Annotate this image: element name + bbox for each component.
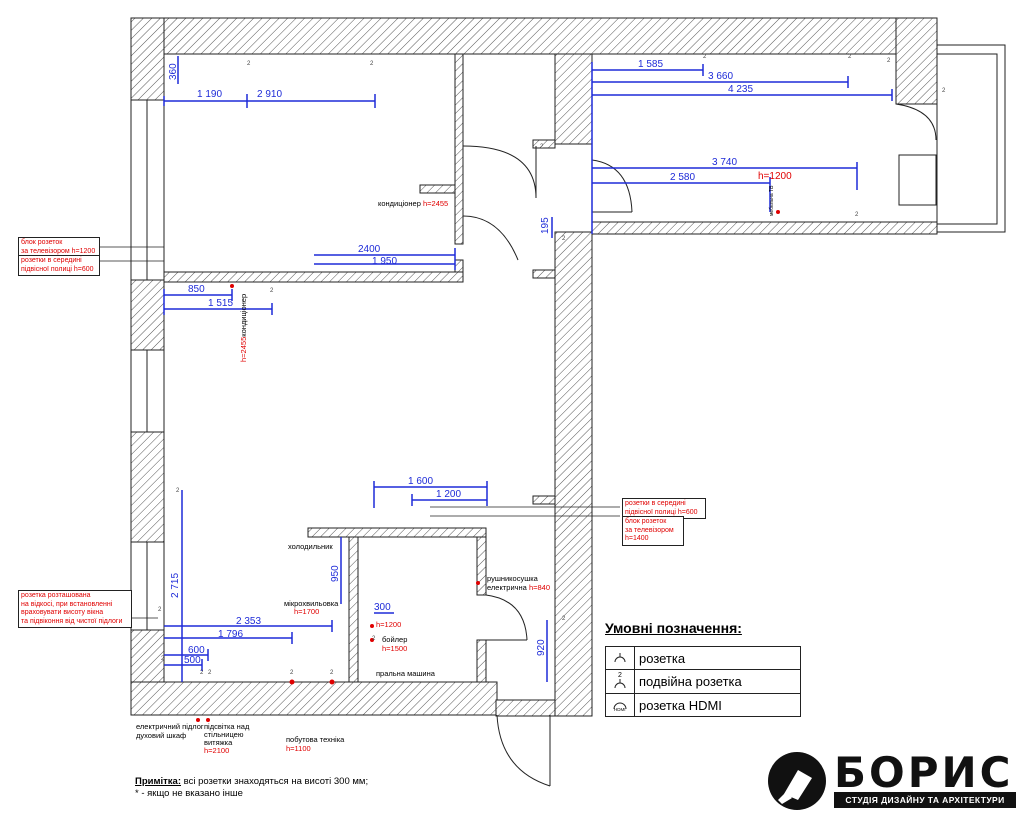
svg-text:h=1500: h=1500: [382, 644, 407, 653]
svg-text:2 353: 2 353: [236, 616, 261, 627]
svg-text:пральна машина: пральна машина: [376, 669, 436, 678]
svg-text:рушникосушка: рушникосушка: [487, 574, 539, 583]
dimension-texts: 1 190 2 910 360 1 585 3 660 4 235 3 740 …: [168, 59, 792, 666]
svg-text:2: 2: [540, 144, 544, 150]
svg-text:кондиціонер h=2455: кондиціонер h=2455: [378, 199, 448, 208]
svg-text:4 235: 4 235: [728, 84, 753, 95]
svg-text:1 190: 1 190: [197, 89, 222, 100]
logo-name: БОРИС: [834, 748, 1014, 797]
svg-text:витяжка: витяжка: [204, 738, 233, 747]
svg-text:2: 2: [703, 54, 707, 60]
walls: [130, 17, 938, 717]
svg-text:2 910: 2 910: [257, 89, 282, 100]
svg-text:мебельна ТВ: мебельна ТВ: [769, 185, 775, 216]
svg-text:1 200: 1 200: [436, 489, 461, 500]
svg-text:500: 500: [184, 655, 201, 666]
svg-text:2: 2: [562, 236, 566, 242]
svg-text:1 950: 1 950: [372, 256, 397, 267]
svg-text:2: 2: [176, 488, 180, 494]
svg-text:300: 300: [374, 602, 391, 613]
svg-text:360: 360: [168, 63, 179, 80]
footnote: Примітка: всі розетки знаходяться на вис…: [135, 776, 369, 799]
svg-text:2: 2: [942, 88, 946, 94]
svg-text:духовий шкаф: духовий шкаф: [136, 731, 186, 740]
red-markers: [196, 210, 780, 722]
legend-label: розетка HDMI: [634, 693, 801, 717]
svg-text:2: 2: [158, 607, 162, 613]
windows: [130, 99, 165, 631]
svg-text:1 796: 1 796: [218, 629, 243, 640]
legend-label: подвійна розетка: [634, 669, 801, 694]
svg-text:2: 2: [247, 61, 251, 67]
legend-label: розетка: [634, 646, 801, 670]
svg-text:h=2100: h=2100: [204, 746, 229, 755]
svg-text:h=2455кондиціонер: h=2455кондиціонер: [239, 294, 248, 362]
svg-text:електричний підлог: електричний підлог: [136, 722, 204, 731]
svg-text:2: 2: [200, 670, 204, 676]
studio-logo: БОРИС СТУДІЯ ДИЗАЙНУ ТА АРХІТЕКТУРИ: [768, 748, 1016, 812]
svg-text:195: 195: [540, 217, 551, 234]
svg-text:мікрохвильовка: мікрохвильовка: [284, 599, 339, 608]
svg-text:2: 2: [370, 61, 374, 67]
balcony: [898, 44, 1006, 233]
svg-text:1 515: 1 515: [208, 298, 233, 309]
svg-text:холодильник: холодильник: [288, 542, 333, 551]
svg-text:2 715: 2 715: [170, 573, 181, 598]
svg-text:h=1200: h=1200: [758, 171, 792, 182]
svg-text:950: 950: [330, 565, 341, 582]
svg-text:2400: 2400: [358, 244, 381, 255]
svg-text:3 740: 3 740: [712, 157, 737, 168]
svg-text:2: 2: [290, 670, 294, 676]
socket-marks: 2 2 2 2 2 2 2 2 2 2 2 2 2 2 2 2 2 2 2: [158, 54, 946, 676]
svg-text:2: 2: [562, 616, 566, 622]
svg-text:електрична h=840: електрична h=840: [487, 583, 550, 592]
socket-icon: [605, 646, 635, 670]
legend-title: Умовні позначення:: [605, 620, 742, 636]
svg-text:2 580: 2 580: [670, 172, 695, 183]
svg-text:стільницею: стільницею: [204, 730, 244, 739]
leader-lines: [97, 246, 620, 619]
svg-text:2: 2: [270, 288, 274, 294]
legend-table: розетка 2 подвійна розетка HDMI розетка …: [605, 646, 801, 717]
svg-text:HDMI: HDMI: [614, 707, 626, 712]
hdmi-socket-icon: HDMI: [605, 693, 635, 717]
svg-text:h=1700: h=1700: [294, 607, 319, 616]
svg-text:2: 2: [161, 656, 165, 662]
svg-text:побутова техніка: побутова техніка: [286, 735, 345, 744]
svg-text:h=1200: h=1200: [376, 620, 401, 629]
svg-text:1 585: 1 585: [638, 59, 663, 70]
svg-text:3 660: 3 660: [708, 71, 733, 82]
svg-text:2: 2: [618, 672, 622, 679]
svg-text:2: 2: [208, 670, 212, 676]
double-socket-icon: 2: [605, 669, 635, 694]
svg-text:850: 850: [188, 284, 205, 295]
svg-text:2: 2: [372, 636, 376, 642]
doors: [462, 103, 937, 787]
brush-logo-icon: [768, 752, 826, 810]
appliance-labels: кондиціонер h=2455 h=2455кондиціонер хол…: [136, 185, 775, 755]
dimension-lines: [163, 56, 893, 682]
legend-row: 2 подвійна розетка: [605, 669, 801, 694]
svg-text:бойлер: бойлер: [382, 635, 407, 644]
svg-text:2: 2: [330, 670, 334, 676]
svg-text:600: 600: [188, 645, 205, 656]
svg-text:підсвітка над: підсвітка над: [204, 722, 250, 731]
svg-text:1 600: 1 600: [408, 476, 433, 487]
svg-text:2: 2: [887, 58, 891, 64]
svg-text:2: 2: [855, 212, 859, 218]
logo-subtitle: СТУДІЯ ДИЗАЙНУ ТА АРХІТЕКТУРИ: [834, 792, 1016, 808]
legend-row: розетка: [605, 646, 801, 670]
legend-row: HDMI розетка HDMI: [605, 693, 801, 717]
svg-text:h=1100: h=1100: [286, 744, 311, 753]
svg-text:2: 2: [848, 54, 852, 60]
svg-text:920: 920: [536, 639, 547, 656]
